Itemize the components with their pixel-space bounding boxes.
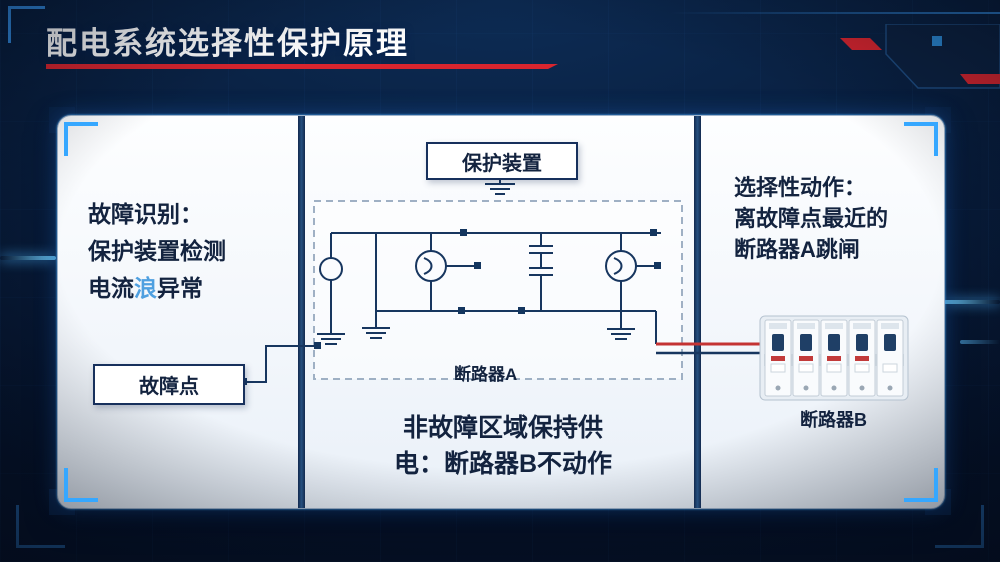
panel-bracket-top-right: [904, 122, 938, 156]
selective-action-text: 选择性动作： 离故障点最近的 断路器A跳闸: [734, 172, 888, 265]
fault-text-line1: 故障识别：: [88, 201, 203, 227]
protection-device-label-box: 保护装置: [426, 142, 578, 180]
fault-identification-text: 故障识别： 保护装置检测 电流浪异常: [88, 196, 226, 307]
fault-text-current: 电流: [88, 275, 134, 301]
fault-point-label-box: 故障点: [93, 364, 245, 405]
top-right-line: [670, 12, 1000, 14]
panel-bracket-bottom-left: [64, 468, 98, 502]
panel-bracket-bottom-right: [904, 468, 938, 502]
left-edge-glow: [0, 256, 56, 260]
selective-line1: 选择性动作：: [734, 175, 867, 200]
breaker-modules: [764, 319, 904, 397]
fault-text-anomaly: 异常: [157, 275, 203, 301]
fault-text-highlight-char: 浪: [134, 275, 157, 301]
breaker-a-label: 断路器A: [454, 365, 518, 384]
source-symbol: [319, 257, 343, 281]
fault-text-line3: 电流浪异常: [88, 270, 226, 307]
device-symbol-1: [415, 250, 447, 282]
section-divider-right: [694, 116, 701, 508]
section-divider-left: [298, 116, 305, 508]
protection-device-label: 保护装置: [462, 152, 542, 175]
top-left-bracket: [8, 6, 45, 43]
selective-line3: 断路器A跳闸: [734, 237, 860, 262]
breaker-b-label: 断路器B: [800, 410, 867, 430]
device-symbol-2: [605, 250, 637, 282]
fault-text-line2: 保护装置检测: [88, 238, 226, 264]
right-edge-glow-2: [960, 340, 1000, 344]
title-underline: [46, 64, 558, 69]
page-title: 配电系统选择性保护原理: [46, 26, 409, 61]
panel-bracket-top-left: [64, 122, 98, 156]
fault-point-label: 故障点: [139, 376, 199, 398]
fault-connector-wire: [243, 345, 318, 383]
non-fault-area-text: 非故障区域保持供 电：断路器B不动作: [326, 410, 680, 482]
non-fault-line1: 非故障区域保持供: [402, 414, 603, 442]
non-fault-line2: 电：断路器B不动作: [393, 450, 613, 478]
right-edge-glow: [944, 300, 1000, 304]
schematic-dashed-border: [313, 200, 683, 380]
circuit-breaker-b-image: [759, 315, 909, 401]
main-panel: 故障识别： 保护装置检测 电流浪异常 故障点 保护装置 断路器A 非故障区域保持…: [57, 115, 945, 509]
top-right-decoration: [840, 24, 1000, 89]
selective-line2: 离故障点最近的: [734, 206, 889, 231]
